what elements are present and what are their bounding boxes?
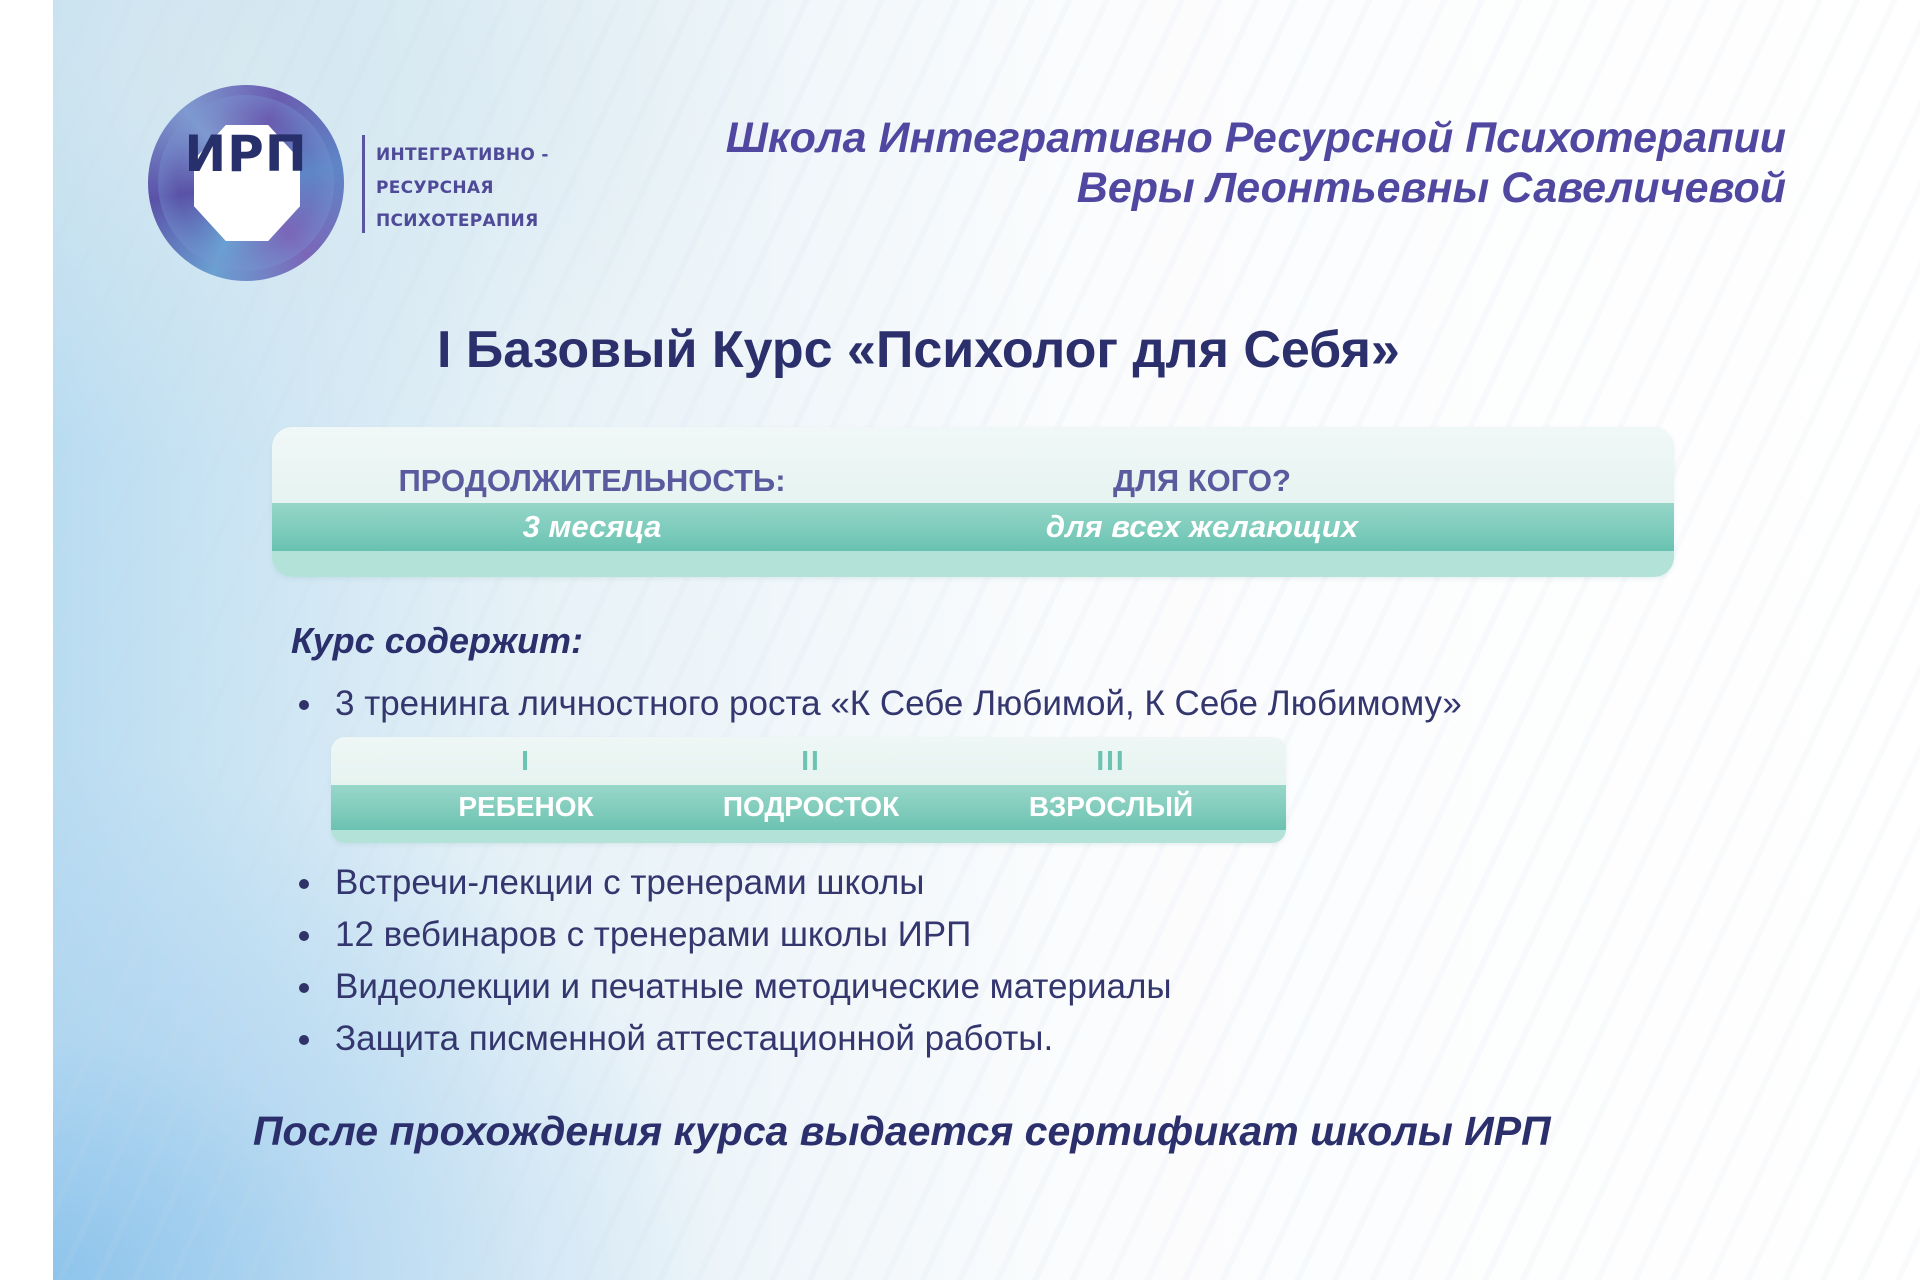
audience-value: для всех желающих bbox=[1045, 509, 1359, 544]
duration-column: ПРОДОЛЖИТЕЛЬНОСТЬ: 3 месяца bbox=[352, 427, 832, 577]
bullet-icon bbox=[299, 931, 309, 941]
info-band-bottom bbox=[272, 551, 1674, 577]
duration-value: 3 месяца bbox=[522, 509, 662, 544]
bullet-icon bbox=[299, 700, 309, 710]
stage-name: РЕБЕНОК bbox=[458, 791, 594, 822]
stage-name: ВЗРОСЛЫЙ bbox=[1028, 791, 1194, 822]
list-item-text: Защита писменной аттестационной работы. bbox=[335, 1019, 1054, 1058]
logo-text-line: ПСИХОТЕРАПИЯ bbox=[376, 211, 539, 231]
audience-label: ДЛЯ КОГО? bbox=[1113, 463, 1291, 498]
stage-number: III bbox=[1096, 745, 1126, 776]
training-stages-panel: I РЕБЕНОК II ПОДРОСТОК III ВЗРОСЛЫЙ bbox=[331, 737, 1286, 843]
stage-number: I bbox=[521, 745, 531, 776]
logo-octagon bbox=[194, 125, 300, 241]
contents-heading: Курс содержит: bbox=[291, 620, 583, 661]
stage-band-bottom bbox=[331, 830, 1286, 843]
stage-band bbox=[331, 785, 1286, 830]
list-item: 12 вебинаров с тренерами школы ИРП bbox=[293, 909, 1172, 961]
logo-text: ИНТЕГРАТИВНО - РЕСУРСНАЯ ПСИХОТЕРАПИЯ bbox=[376, 139, 549, 238]
list-item-text: 12 вебинаров с тренерами школы ИРП bbox=[335, 915, 972, 954]
school-title-line2: Веры Леонтьевны Савеличевой bbox=[1076, 164, 1786, 212]
list-item: 3 тренинга личностного роста «К Себе Люб… bbox=[293, 678, 1462, 730]
list-item: Видеолекции и печатные методические мате… bbox=[293, 961, 1172, 1013]
info-band bbox=[272, 503, 1674, 551]
stage-teen: II ПОДРОСТОК bbox=[681, 737, 941, 843]
school-title: Школа Интегративно Ресурсной Психотерапи… bbox=[726, 113, 1786, 213]
certificate-note: После прохождения курса выдается сертифи… bbox=[253, 1108, 1551, 1154]
list-item-text: 3 тренинга личностного роста «К Себе Люб… bbox=[335, 684, 1462, 723]
bullet-icon bbox=[299, 983, 309, 993]
contents-list-first: 3 тренинга личностного роста «К Себе Люб… bbox=[293, 678, 1462, 730]
stage-name: ПОДРОСТОК bbox=[722, 791, 900, 822]
list-item: Защита писменной аттестационной работы. bbox=[293, 1013, 1172, 1065]
stage-number: II bbox=[801, 745, 821, 776]
logo-text-line: ИНТЕГРАТИВНО - bbox=[376, 145, 549, 165]
course-title: I Базовый Курс «Психолог для Себя» bbox=[437, 321, 1400, 379]
school-title-line1: Школа Интегративно Ресурсной Психотерапи… bbox=[725, 114, 1786, 162]
bullet-icon bbox=[299, 879, 309, 889]
logo-divider bbox=[362, 135, 365, 233]
list-item-text: Встречи-лекции с тренерами школы bbox=[335, 863, 925, 902]
list-item-text: Видеолекции и печатные методические мате… bbox=[335, 967, 1172, 1006]
audience-column: ДЛЯ КОГО? для всех желающих bbox=[952, 427, 1452, 577]
course-info-panel: ПРОДОЛЖИТЕЛЬНОСТЬ: 3 месяца ДЛЯ КОГО? дл… bbox=[272, 427, 1674, 577]
stage-child: I РЕБЕНОК bbox=[411, 737, 641, 843]
logo-text-line: РЕСУРСНАЯ bbox=[376, 178, 494, 198]
irp-logo-icon: ИРП bbox=[148, 85, 344, 281]
stage-adult: III ВЗРОСЛЫЙ bbox=[981, 737, 1241, 843]
bullet-icon bbox=[299, 1035, 309, 1045]
list-item: Встречи-лекции с тренерами школы bbox=[293, 857, 1172, 909]
slide: ИРП ИНТЕГРАТИВНО - РЕСУРСНАЯ ПСИХОТЕРАПИ… bbox=[53, 0, 1920, 1280]
logo-abbreviation: ИРП bbox=[184, 125, 308, 183]
duration-label: ПРОДОЛЖИТЕЛЬНОСТЬ: bbox=[398, 463, 786, 498]
contents-list: Встречи-лекции с тренерами школы 12 веби… bbox=[293, 857, 1172, 1065]
